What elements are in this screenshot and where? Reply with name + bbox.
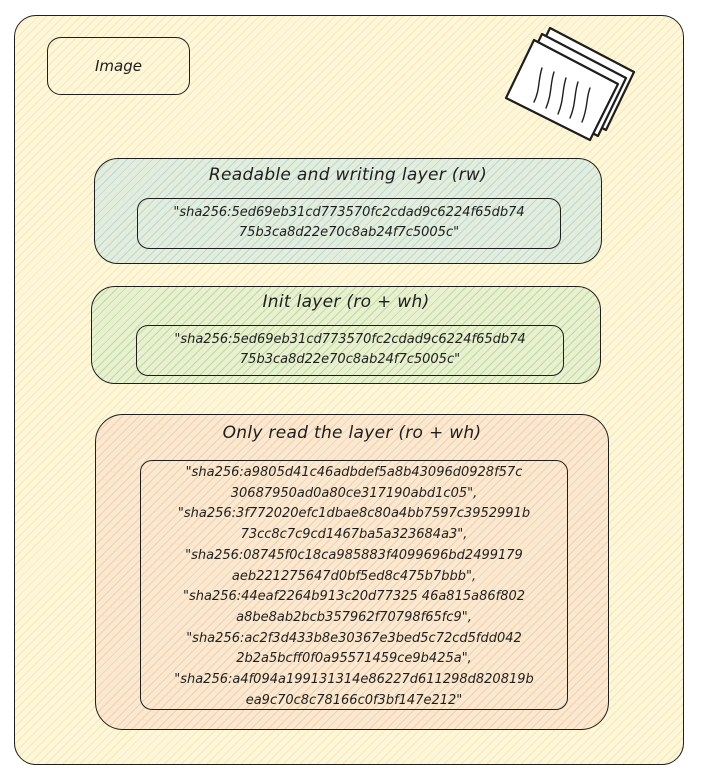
hash-line: "sha256:44eaf2264b913c20d77325 46a815a86…	[182, 589, 526, 605]
hash-line: aeb221275647d0bf5ed8c475b7bbb",	[231, 568, 477, 584]
rw-layer-box: Readable and writing layer (rw) "sha256:…	[94, 158, 602, 264]
rw-layer-title: Readable and writing layer (rw)	[208, 165, 488, 185]
hash-line: a8be8ab2bcb357962f70798f65fc9",	[236, 609, 472, 625]
image-label-box: Image	[47, 37, 190, 95]
hash-line: 30687950ad0a80ce317190abd1c05",	[230, 485, 478, 501]
init-layer-title: Init layer (ro + wh)	[262, 292, 430, 312]
rw-layer-hash-box: "sha256:5ed69eb31cd773570fc2cdad9c6224f6…	[137, 198, 561, 249]
init-layer-box: Init layer (ro + wh) "sha256:5ed69eb31cd…	[91, 286, 601, 384]
hash-line: "sha256:5ed69eb31cd773570fc2cdad9c6224f6…	[174, 332, 526, 347]
hash-line: 75b3ca8d22e70c8ab24f7c5005c"	[239, 352, 461, 367]
hash-line: "sha256:3f772020efc1dbae8c80a4bb7597c395…	[177, 506, 531, 522]
ro-layer-hash-box: "sha256:a9805d41c46adbdef5a8b43096d0928f…	[140, 460, 568, 710]
hash-line: "sha256:a9805d41c46adbdef5a8b43096d0928f…	[185, 465, 523, 480]
hash-line: "sha256:08745f0c18ca985883f4099696bd2499…	[185, 547, 523, 563]
hash-line: "sha256:5ed69eb31cd773570fc2cdad9c6224f6…	[173, 205, 525, 220]
ro-layer-title: Only read the layer (ro + wh)	[222, 423, 482, 443]
hash-line: ea9c70c8c78166c0f3bf147e212"	[245, 692, 463, 708]
init-layer-hash-box: "sha256:5ed69eb31cd773570fc2cdad9c6224f6…	[136, 325, 564, 376]
stacked-documents-icon	[504, 26, 636, 142]
hash-line: 75b3ca8d22e70c8ab24f7c5005c"	[238, 225, 460, 240]
hash-line: 73cc8c7c9cd1467ba5a323684a3",	[240, 527, 468, 543]
hash-line: 2b2a5bcff0f0a95571459ce9b425a",	[236, 651, 472, 667]
ro-layer-box: Only read the layer (ro + wh) "sha256:a9…	[95, 414, 609, 730]
hash-line: "sha256:a4f094a199131314e86227d611298d82…	[174, 672, 534, 688]
hash-line: "sha256:ac2f3d433b8e30367e3bed5c72cd5fdd…	[186, 630, 522, 646]
image-label: Image	[95, 57, 142, 75]
